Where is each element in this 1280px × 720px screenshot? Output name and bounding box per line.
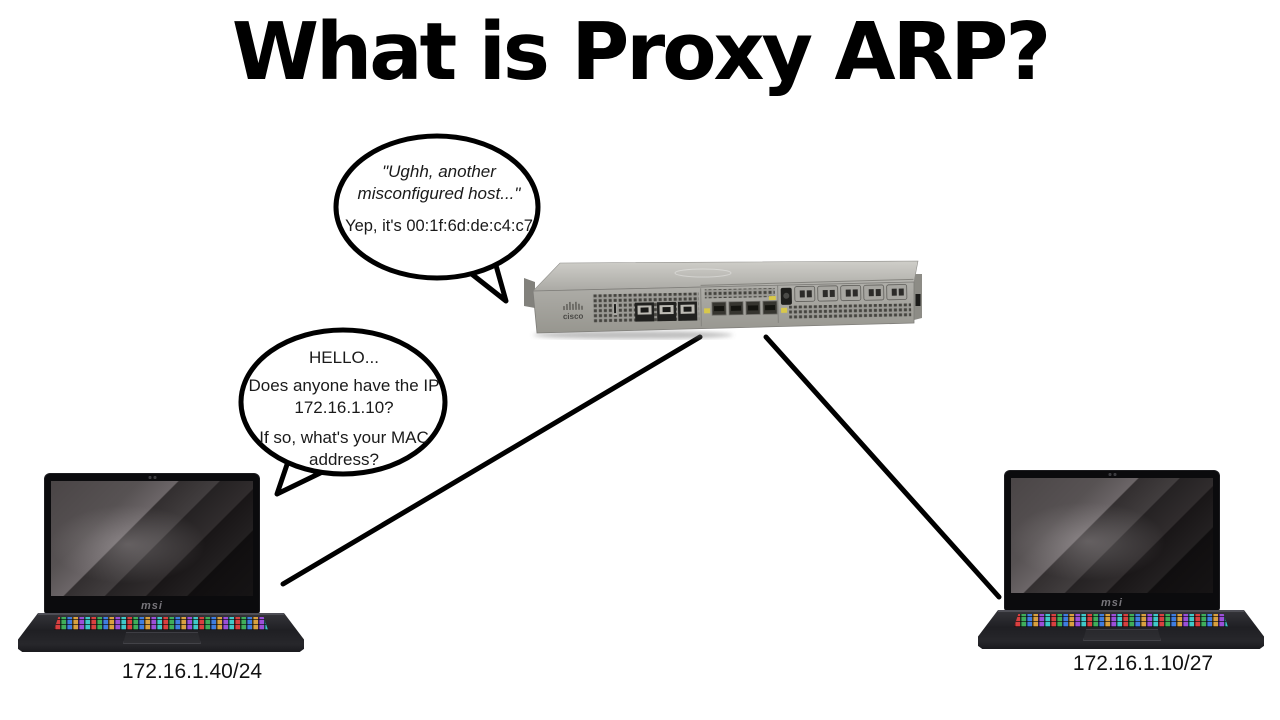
router-bubble-text: "Ughh, another misconfigured host..." Ye… — [338, 161, 540, 236]
laptop-wallpaper — [51, 481, 253, 596]
webcam-icon — [147, 476, 157, 479]
link-router-to-right-laptop — [763, 334, 1002, 600]
vent-grid-middle — [704, 288, 775, 299]
port-label-yellow — [704, 308, 711, 314]
touchpad — [123, 632, 201, 644]
sfp-slot — [711, 301, 727, 316]
laptop-base — [978, 610, 1264, 649]
speech-bubble-shape — [238, 327, 448, 497]
router-bubble-answer: Yep, it's 00:1f:6d:de:c4:c7 — [345, 216, 533, 235]
speech-bubble-shape — [333, 133, 541, 304]
usb-slot-inner — [613, 304, 617, 314]
module-divider — [777, 284, 779, 323]
msi-logo: msi — [1101, 597, 1123, 609]
page-title: What is Proxy ARP? — [231, 6, 1051, 98]
laptop-right: msi — [978, 471, 1264, 649]
router-shadow — [533, 331, 733, 339]
ip-label-right: 172.16.1.10/27 — [1072, 652, 1214, 675]
ip-label-left: 172.16.1.40/24 — [121, 660, 263, 683]
sfp-slots — [704, 295, 778, 316]
rack-ear-port — [915, 294, 921, 306]
bubble-body — [238, 327, 448, 477]
laptop-left: msi — [18, 474, 304, 652]
rj45-port — [656, 301, 677, 322]
cisco-logo-text: cisco — [563, 312, 584, 321]
host-bubble-followup: If so, what's your MAC address? — [259, 428, 429, 470]
sfp-module — [840, 284, 862, 302]
sfp-module — [886, 284, 908, 301]
port-label-yellow — [781, 307, 788, 313]
msi-logo: msi — [141, 600, 163, 612]
bubble-body — [333, 133, 541, 281]
laptop-base — [18, 613, 304, 652]
sfp-module — [794, 285, 816, 302]
sfp-module — [863, 284, 885, 301]
laptop-screen: msi — [45, 474, 259, 613]
laptop-wallpaper — [1011, 478, 1213, 593]
router-top-vent-mark — [674, 268, 732, 278]
sfp-slot — [745, 300, 761, 315]
host-bubble-question: Does anyone have the IP 172.16.1.10? — [248, 376, 440, 418]
cisco-logo: cisco — [563, 301, 584, 321]
rj45-port — [677, 301, 698, 321]
sfp-slot — [728, 301, 744, 316]
module-divider — [700, 288, 702, 327]
sfp-module-bay — [780, 284, 912, 319]
rgb-keyboard — [1014, 614, 1228, 627]
webcam-icon — [1107, 473, 1117, 476]
host-bubble-text: HELLO... Does anyone have the IP 172.16.… — [243, 348, 445, 471]
touchpad — [1083, 629, 1161, 641]
router-speech-bubble: "Ughh, another misconfigured host..." Ye… — [330, 131, 548, 313]
laptop-screen: msi — [1005, 471, 1219, 610]
port-label-yellow — [768, 295, 776, 301]
vent-strip-right — [789, 303, 912, 319]
rack-ear-left — [524, 278, 535, 308]
rj45-port — [634, 302, 655, 322]
router-image: cisco — [524, 260, 922, 339]
bay-latch-knob — [783, 292, 790, 299]
router-bubble-quote: "Ughh, another misconfigured host..." — [357, 162, 521, 204]
cisco-router: cisco — [523, 256, 923, 340]
rgb-keyboard — [54, 617, 268, 630]
host-bubble-greeting: HELLO... — [309, 348, 379, 367]
ethernet-ports — [634, 301, 698, 322]
bay-top-edge — [700, 278, 914, 286]
sfp-slot — [762, 300, 778, 315]
sfp-module — [817, 285, 839, 302]
host-speech-bubble: HELLO... Does anyone have the IP 172.16.… — [235, 326, 453, 504]
